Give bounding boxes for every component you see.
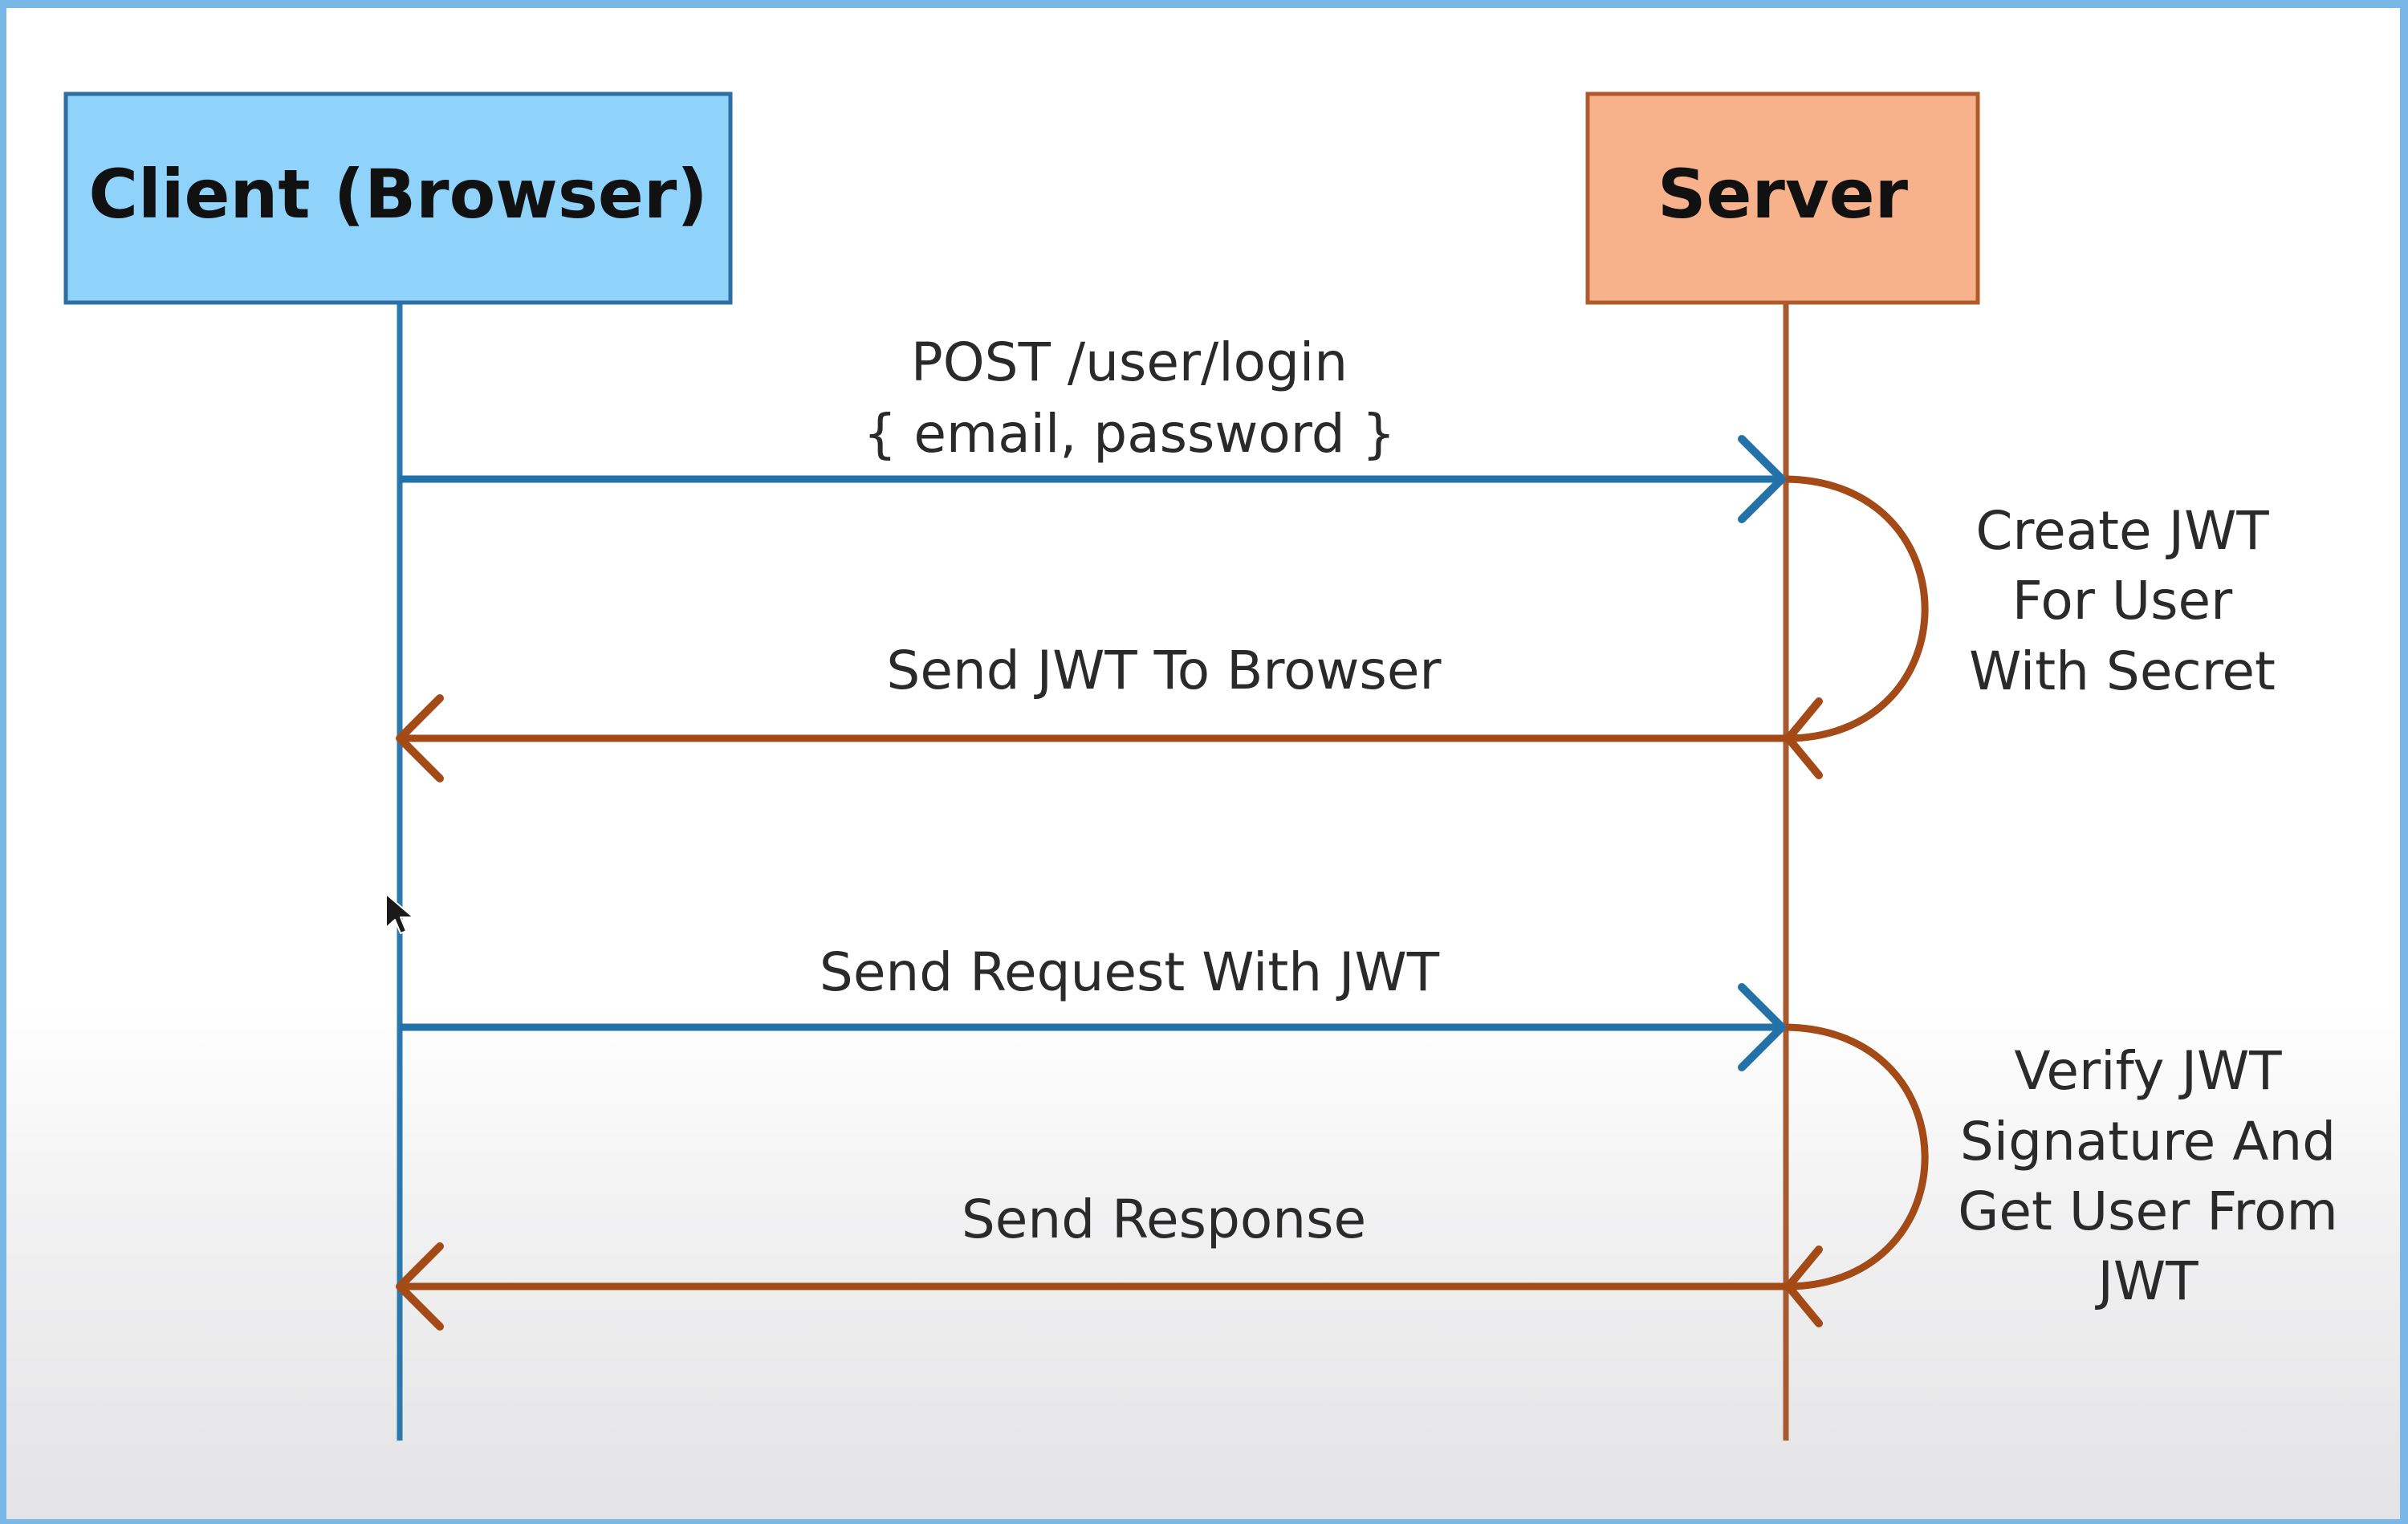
- login-label-line-2: { email, password }: [863, 403, 1395, 465]
- create-jwt-note-line-1: Create JWT: [1975, 500, 2269, 562]
- verify-jwt-note-line-3: Get User From: [1958, 1181, 2338, 1242]
- verify-jwt-note-line-1: Verify JWT: [2014, 1040, 2282, 1102]
- frame-border-left: [0, 0, 6, 1524]
- create-jwt-note-line-2: For User: [2012, 570, 2233, 632]
- message-send-jwt: Send JWT To Browser: [396, 640, 1823, 782]
- verify-jwt-note-line-2: Signature And: [1960, 1111, 2336, 1172]
- client-participant: Client (Browser): [63, 91, 733, 305]
- response-label: Send Response: [962, 1189, 1366, 1250]
- message-request: Send Request With JWT: [400, 941, 1786, 1071]
- client-box: [63, 91, 733, 305]
- verify-jwt-note-line-4: JWT: [2094, 1250, 2199, 1312]
- create-jwt-loop: [1785, 475, 1929, 742]
- response-arrowhead-client: [396, 1242, 444, 1331]
- verify-jwt-loop: [1785, 1023, 1929, 1290]
- frame-border-right: [2400, 0, 2408, 1524]
- server-box: [1585, 91, 1980, 305]
- response-arrowhead-server: [1784, 1246, 1823, 1327]
- frame-border-bottom: [0, 1519, 2408, 1524]
- message-login: POST /user/login { email, password }: [400, 331, 1786, 523]
- send-jwt-label: Send JWT To Browser: [886, 640, 1442, 701]
- send-jwt-arrowhead-client: [396, 694, 444, 782]
- login-label-line-1: POST /user/login: [911, 331, 1348, 393]
- request-arrowhead: [1738, 983, 1786, 1071]
- mouse-pointer-icon: [385, 893, 414, 934]
- create-jwt-note-line-3: With Secret: [1969, 640, 2276, 702]
- client-label: Client (Browser): [88, 155, 707, 234]
- message-response: Send Response: [396, 1189, 1823, 1331]
- request-label: Send Request With JWT: [820, 941, 1440, 1003]
- self-call-create-jwt: Create JWT For User With Secret: [1785, 475, 2276, 742]
- server-label: Server: [1658, 155, 1909, 234]
- self-call-verify-jwt: Verify JWT Signature And Get User From J…: [1785, 1023, 2338, 1312]
- send-jwt-arrowhead-server: [1784, 697, 1823, 779]
- login-arrowhead: [1738, 435, 1786, 523]
- frame-border-top: [0, 0, 2408, 8]
- server-participant: Server: [1585, 91, 1980, 305]
